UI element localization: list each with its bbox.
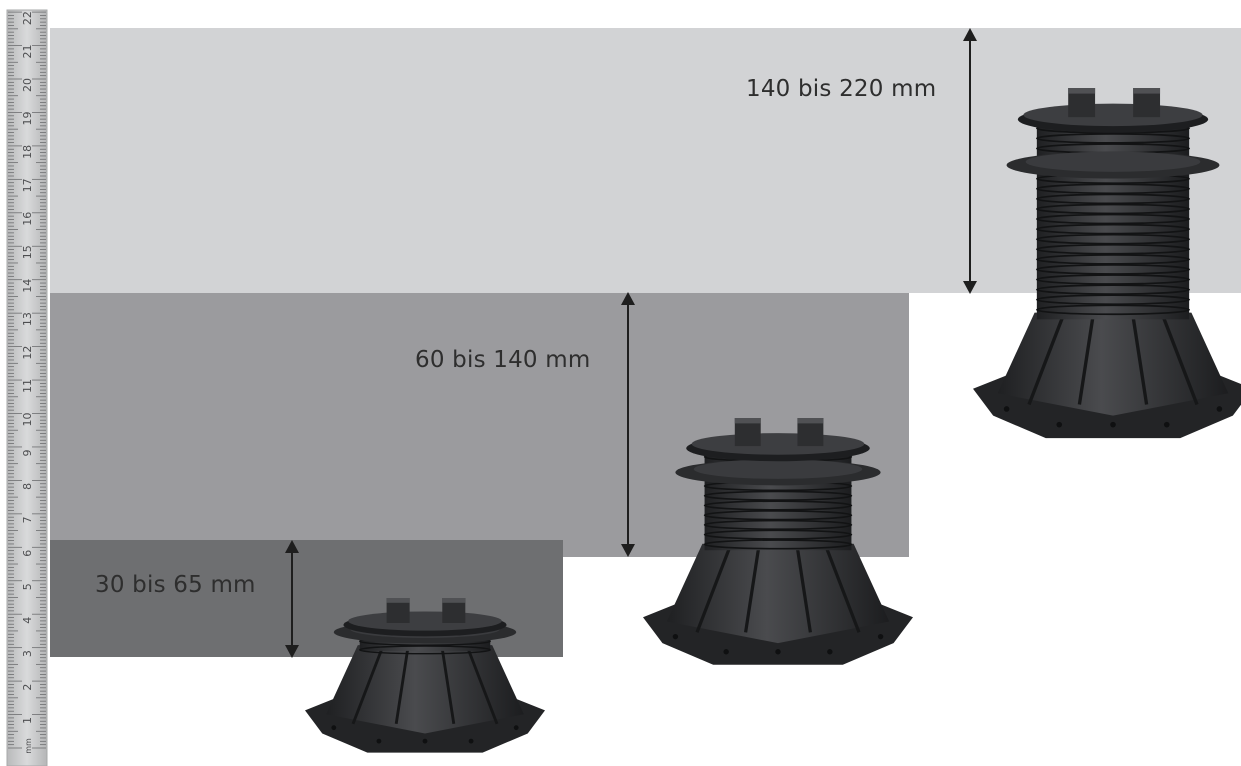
ruler-number: 11: [21, 379, 34, 393]
double-arrow-icon: [285, 540, 299, 658]
double-arrow-icon: [963, 28, 977, 294]
ruler-number: 1: [21, 717, 34, 724]
pedestal-icon: [643, 418, 913, 665]
ruler-number: 21: [21, 45, 34, 59]
ruler-number: 12: [21, 346, 34, 360]
ruler-number: 3: [21, 650, 34, 657]
ruler-number: 17: [21, 178, 34, 192]
range-label-medium: 60 bis 140 mm: [415, 347, 591, 373]
ruler-number: 15: [21, 245, 34, 259]
double-arrow-icon: [621, 292, 635, 557]
ruler-number: 10: [21, 413, 34, 427]
ruler-number: 19: [21, 111, 34, 125]
ruler-number: 6: [21, 550, 34, 557]
ruler-number: 20: [21, 78, 34, 92]
ruler-number: 5: [21, 583, 34, 590]
ruler-number: 8: [21, 483, 34, 490]
range-label-small: 30 bis 65 mm: [95, 572, 256, 598]
ruler-number: 2: [21, 684, 34, 691]
range-label-large: 140 bis 220 mm: [746, 76, 937, 102]
ruler-number: 22: [21, 11, 34, 25]
ruler-number: 4: [21, 617, 34, 624]
pedestal-icon: [973, 88, 1241, 439]
pedestal-icon: [305, 598, 545, 753]
ruler-number: 9: [21, 449, 34, 456]
ruler-number: 7: [21, 516, 34, 523]
ruler-number: 18: [21, 145, 34, 159]
ruler-unit-label: mm: [24, 738, 33, 754]
ruler-number: 13: [21, 312, 34, 326]
ruler-number: 14: [21, 279, 34, 293]
ruler-number: 16: [21, 212, 34, 226]
